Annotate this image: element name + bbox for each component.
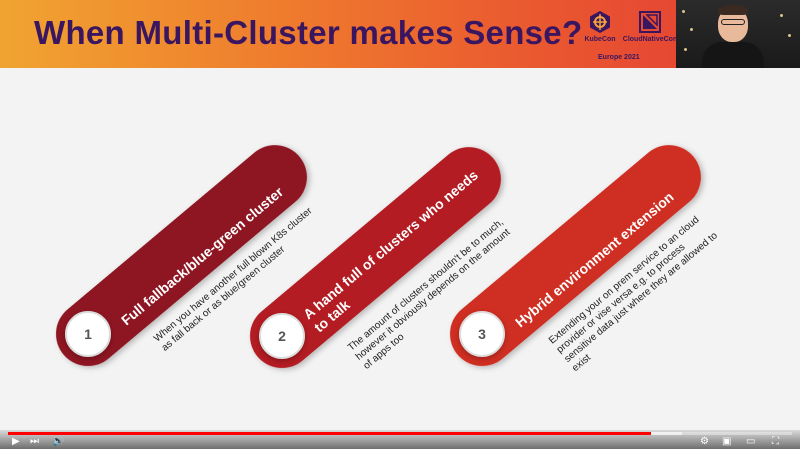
step-1-pill [56, 145, 307, 366]
next-icon[interactable]: ⏭ [30, 436, 39, 447]
kubecon-logo-icon [590, 11, 610, 33]
slide-title-bar: When Multi-Cluster makes Sense? KubeCon … [0, 0, 800, 68]
miniplayer-icon[interactable]: ▣ [722, 436, 732, 447]
video-played-bar [8, 432, 651, 435]
step-3-number: 3 [459, 311, 505, 357]
presenter-webcam [676, 0, 800, 68]
slide-title: When Multi-Cluster makes Sense? [34, 14, 583, 51]
video-player-controls: ▶ ⏭ 🔊 ⚙ ▣ ▭ ⛶ [0, 430, 800, 449]
step-2-pill [250, 147, 501, 368]
theater-icon[interactable]: ▭ [746, 436, 756, 447]
multi-cluster-diagram: 1 2 3 Full fallback/blue-green cluster W… [0, 68, 800, 449]
fullscreen-icon[interactable]: ⛶ [772, 436, 779, 447]
pill-shapes [56, 145, 701, 368]
video-progress-bar[interactable] [8, 432, 792, 435]
presenter-glasses [721, 19, 745, 25]
kubecon-logo: KubeCon [574, 10, 626, 60]
presenter-body [702, 42, 764, 68]
event-year: Europe 2021 [598, 54, 640, 61]
step-3-pill [450, 145, 701, 366]
settings-icon[interactable]: ⚙ [700, 436, 709, 447]
play-icon[interactable]: ▶ [12, 436, 20, 447]
step-2-number: 2 [259, 313, 305, 359]
volume-icon[interactable]: 🔊 [52, 436, 65, 447]
cloudnativecon-logo-icon [639, 11, 661, 33]
cloudnativecon-logo-text: CloudNativeCon [622, 36, 678, 43]
kubecon-logo-text: KubeCon [584, 36, 616, 43]
cloudnativecon-logo: CloudNativeCon [620, 10, 680, 60]
step-1-number: 1 [65, 311, 111, 357]
presenter-hair [718, 5, 748, 15]
